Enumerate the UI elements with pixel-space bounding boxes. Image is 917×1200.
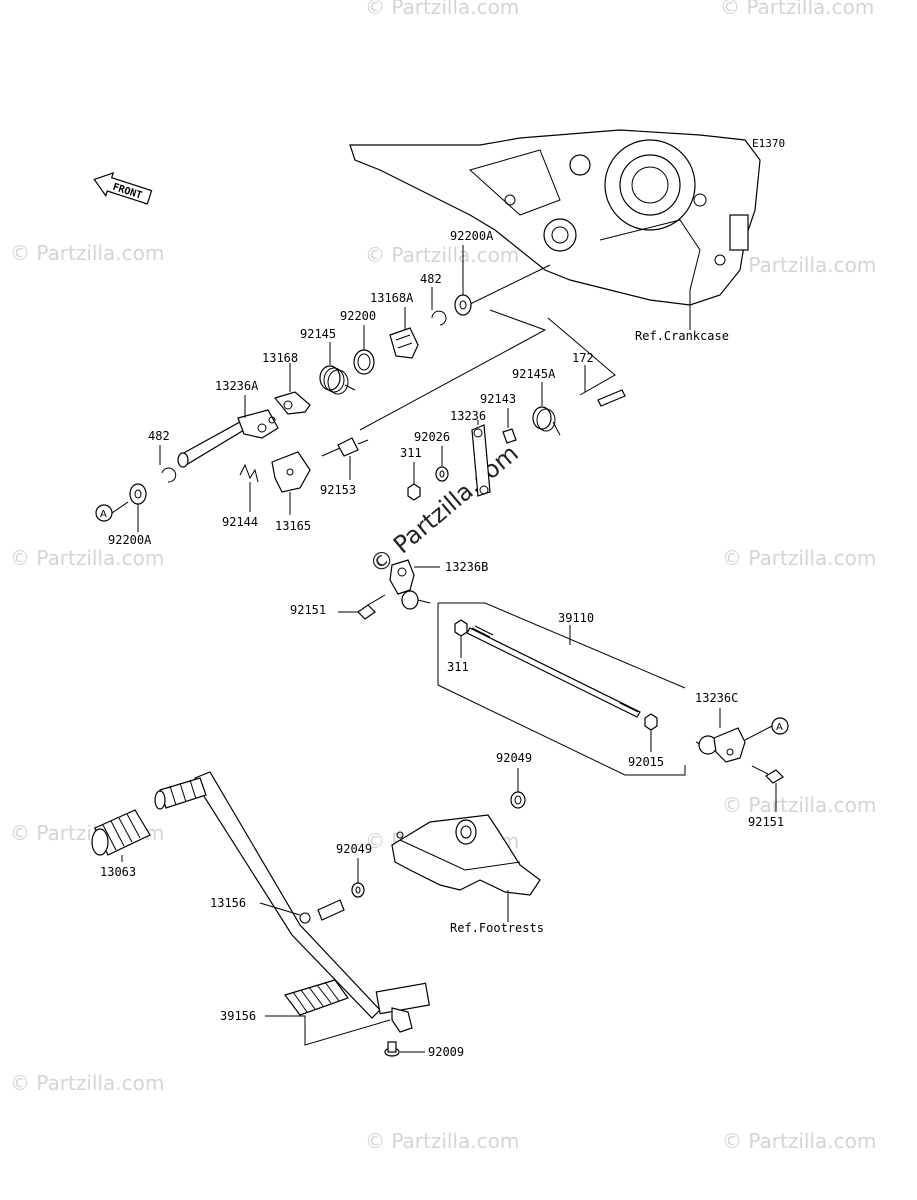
leader — [265, 1015, 391, 1046]
part-label: 92009 — [428, 1045, 464, 1059]
part-label: 39110 — [558, 611, 594, 625]
front-arrow-icon: FRONT — [93, 171, 153, 205]
watermark: © Partzilla.com — [722, 546, 876, 570]
nut-92015 — [644, 713, 658, 731]
part-label: 92153 — [320, 483, 356, 497]
marker-a-left: A — [95, 501, 129, 522]
collar-92049-mid — [351, 882, 365, 898]
part-label: 92145A — [512, 367, 556, 381]
part-label: 92145 — [300, 327, 336, 341]
part-label: 92200A — [108, 533, 152, 547]
bolt-92151-left — [357, 594, 386, 620]
washer-92200A-left — [129, 483, 147, 505]
part-label: 13156 — [210, 896, 246, 910]
spring-92145 — [319, 365, 356, 395]
part-label: 482 — [420, 272, 442, 286]
part-label: 13236 — [450, 409, 486, 423]
circlip-482-top — [431, 310, 447, 326]
plate-13165 — [271, 451, 311, 493]
watermark: © Partzilla.com — [10, 546, 164, 570]
rod-39110 — [466, 625, 641, 718]
circlip-482-left — [161, 467, 177, 483]
joint-13236B — [389, 559, 431, 610]
watermark: © Partzilla.com — [10, 241, 164, 265]
marker-a-right: A — [744, 717, 789, 741]
part-label: 92200A — [450, 229, 494, 243]
part-label: 13236A — [215, 379, 259, 393]
svg-text:A: A — [776, 722, 783, 733]
bolt-92151-right — [751, 765, 784, 784]
rubber-13063 — [91, 809, 151, 856]
pedal-rubber-top — [154, 777, 207, 810]
shift-pedal-13156 — [194, 771, 431, 1033]
leader — [461, 264, 551, 309]
part-label: 92143 — [480, 392, 516, 406]
watermark: © Partzilla.com — [365, 0, 519, 19]
part-label: 92026 — [414, 430, 450, 444]
collar-13168A — [389, 327, 419, 359]
part-label: 172 — [572, 351, 594, 365]
watermark: © Partzilla.com — [364, 439, 524, 579]
assembly-line — [359, 309, 547, 431]
part-label: 92144 — [222, 515, 258, 529]
part-label: 92151 — [290, 603, 326, 617]
diagram-code: E1370 — [752, 137, 785, 150]
watermark: © Partzilla.com — [722, 793, 876, 817]
nut-311-mid — [454, 619, 468, 637]
part-label: 13168A — [370, 291, 414, 305]
watermark: © Partzilla.com — [10, 1071, 164, 1095]
part-label: 92151 — [748, 815, 784, 829]
watermark: © Partzilla.com — [720, 0, 874, 19]
part-label: 92049 — [496, 751, 532, 765]
pedal-rubber-39156 — [284, 979, 349, 1016]
bolt-92153 — [321, 437, 369, 457]
collar-92143 — [502, 428, 517, 444]
part-label: 311 — [447, 660, 469, 674]
bolt-92009 — [384, 1041, 400, 1057]
lever-13236 — [471, 424, 491, 497]
plate-13168 — [273, 391, 311, 415]
assembly-line — [437, 603, 686, 776]
nut-311-top — [407, 483, 421, 501]
part-label: 13236B — [445, 560, 488, 574]
part-label: 92015 — [628, 755, 664, 769]
spring-92144 — [239, 463, 259, 483]
svg-text:A: A — [100, 509, 107, 520]
watermark: © Partzilla.com — [722, 1129, 876, 1153]
leader — [259, 902, 301, 916]
part-label: 13236C — [695, 691, 738, 705]
watermark: © Partzilla.com — [365, 1129, 519, 1153]
part-label: 13063 — [100, 865, 136, 879]
part-label: 39156 — [220, 1009, 256, 1023]
part-label: 92200 — [340, 309, 376, 323]
ref-crankcase-label: Ref.Crankcase — [635, 329, 729, 343]
ref-footrests-label: Ref.Footrests — [450, 921, 544, 935]
crankcase — [349, 129, 761, 306]
assembly-line — [547, 317, 616, 396]
washer-92200A-top — [454, 294, 472, 316]
part-label: 13165 — [275, 519, 311, 533]
part-label: 92049 — [336, 842, 372, 856]
joint-13236C — [695, 727, 746, 763]
collar-92049-top — [510, 791, 526, 809]
pin-172 — [597, 389, 626, 407]
footrest-bracket — [391, 814, 541, 896]
washer-92200 — [353, 349, 375, 375]
part-label: 482 — [148, 429, 170, 443]
shift-shaft-13236A — [177, 409, 279, 468]
part-label: 311 — [400, 446, 422, 460]
watermark: © Partzilla.com — [722, 253, 876, 277]
assembly-line — [438, 602, 686, 689]
washer-92026 — [435, 466, 449, 482]
part-label: 13168 — [262, 351, 298, 365]
spring-92145A — [532, 406, 561, 436]
watermark: © Partzilla.com — [365, 243, 519, 267]
